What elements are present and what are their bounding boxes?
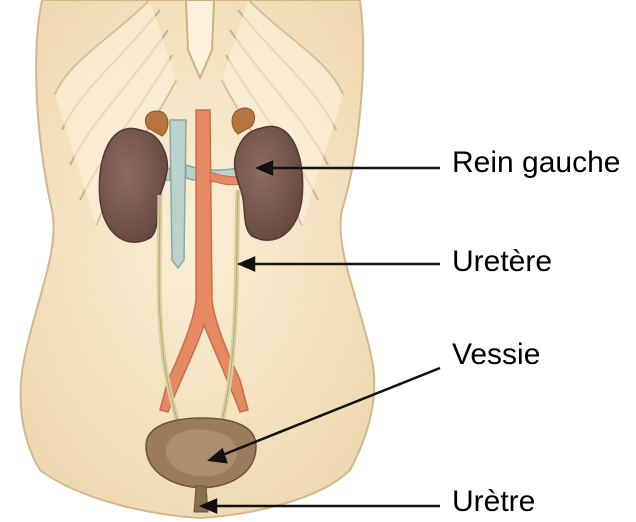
vena-cava (170, 120, 186, 268)
label-rein-gauche: Rein gauche (452, 148, 620, 178)
label-vessie: Vessie (452, 340, 540, 370)
label-uretre: Urètre (452, 487, 535, 517)
label-uretere: Uretère (452, 247, 552, 277)
